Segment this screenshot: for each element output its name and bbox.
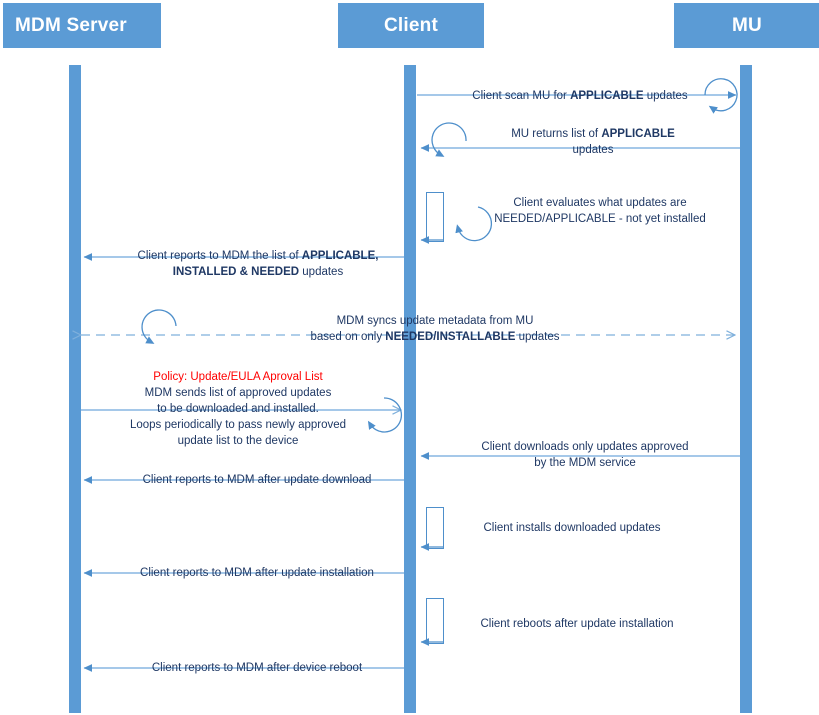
message-label-m9: Client installs downloaded updates: [483, 522, 661, 534]
lifeline-mu-middle: [740, 143, 752, 483]
actor-label-mdm-server: MDM Server: [15, 14, 127, 36]
actor-box-mu[interactable]: MU: [674, 3, 819, 48]
activation-client-install: [426, 507, 444, 549]
actor-label-mu: MU: [732, 14, 762, 36]
actor-label-client: Client: [384, 14, 438, 36]
message-label-m4: Client reports to MDM the list of APPLIC…: [137, 250, 379, 278]
lifeline-mdm-server: [69, 65, 81, 713]
message-label-m11: Client reboots after update installation: [480, 618, 674, 630]
actor-box-client[interactable]: Client: [338, 3, 484, 48]
activation-client-evaluate: [426, 192, 444, 242]
actor-box-mdm-server[interactable]: MDM Server: [3, 3, 161, 48]
policy-label-m6: Policy: Update/EULA Aproval List: [153, 371, 323, 383]
message-label-m12: Client reports to MDM after device reboo…: [151, 662, 363, 674]
lifeline-mu-top: [740, 65, 752, 153]
message-label-m8: Client reports to MDM after update downl…: [142, 474, 372, 486]
lifeline-mu-bottom: [740, 455, 752, 713]
message-label-m1: Client scan MU for APPLICABLE updates: [472, 90, 688, 102]
activation-client-reboot: [426, 598, 444, 644]
lifeline-client: [404, 65, 416, 713]
message-label-m10: Client reports to MDM after update insta…: [140, 567, 374, 579]
